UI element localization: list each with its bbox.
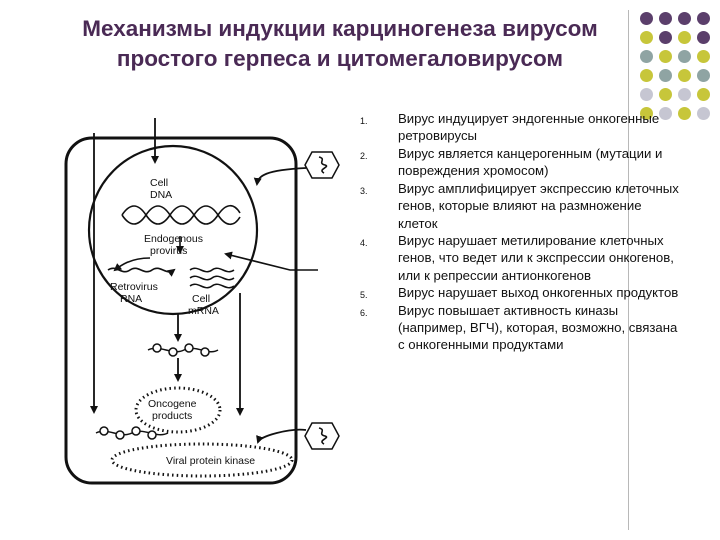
list-text: Вирус амплифицирует экспрессию клеточных… — [398, 180, 679, 231]
decorative-dot — [659, 50, 672, 63]
cell-membrane — [64, 136, 298, 485]
label-cell-mrna-2: mRNA — [188, 305, 219, 317]
virus-icon-1 — [304, 151, 340, 179]
label-cell-mrna-1: Cell — [192, 293, 210, 305]
decorative-dot — [640, 31, 653, 44]
list-number: 6. — [360, 307, 368, 318]
decorative-dot — [678, 88, 691, 101]
label-retrovirus-1: Retrovirus — [110, 281, 158, 293]
decorative-dot — [678, 50, 691, 63]
decorative-dot — [697, 69, 710, 82]
label-cell-dna-1: Cell — [150, 177, 168, 189]
decorative-dot — [697, 50, 710, 63]
list-item: 5. Вирус нарушает выход онкогенных проду… — [360, 284, 680, 301]
decorative-dot — [678, 12, 691, 25]
decorative-dot — [697, 12, 710, 25]
label-viral-kinase: Viral protein kinase — [166, 455, 255, 467]
list-text: Вирус индуцирует эндогенные онкогенные р… — [398, 111, 660, 144]
list-text: Вирус нарушает метилирование клеточных г… — [398, 232, 674, 283]
list-number: 5. — [360, 290, 368, 301]
list-number: 4. — [360, 237, 368, 248]
arrow-virus-to-kinase — [256, 428, 307, 444]
viral-kinase-cluster — [110, 442, 294, 478]
ribosome-chain-2 — [95, 426, 169, 440]
mechanism-list: 1. Вирус индуцирует эндогенные онкогенны… — [360, 110, 680, 354]
label-cell-dna-2: DNA — [150, 189, 172, 201]
decorative-dot — [697, 88, 710, 101]
slide-title: Механизмы индукции карциногенеза вирусом… — [82, 16, 598, 71]
label-endogenous-2: provirus — [150, 245, 187, 257]
list-number: 2. — [360, 150, 368, 161]
cell-diagram: Cell DNA Endogenous provirus Retrovirus … — [64, 118, 340, 485]
decorative-dot — [640, 12, 653, 25]
decorative-dot — [659, 31, 672, 44]
dna-helix — [121, 204, 241, 226]
list-item: 4. Вирус нарушает метилирование клеточны… — [360, 232, 680, 284]
list-item: 2. Вирус является канцерогенным (мутации… — [360, 145, 680, 180]
list-text: Вирус нарушает выход онкогенных продукто… — [398, 285, 679, 301]
list-item: 3. Вирус амплифицирует экспрессию клеточ… — [360, 180, 680, 232]
decorative-dot — [659, 12, 672, 25]
list-text: Вирус является канцерогенным (мутации и … — [398, 145, 663, 179]
arrow-to-endogenous — [224, 251, 318, 271]
decorative-dot — [697, 31, 710, 44]
nucleus — [87, 144, 259, 316]
list-number: 1. — [360, 116, 368, 126]
list-text: Вирус повышает активность киназы (наприм… — [398, 302, 678, 353]
decorative-dot — [640, 107, 653, 120]
decorative-dot — [697, 107, 710, 120]
decorative-dot — [659, 69, 672, 82]
list-number: 3. — [360, 185, 368, 196]
divider-line — [628, 10, 629, 530]
decorative-dot — [659, 88, 672, 101]
arrow-virus-to-dna — [253, 167, 307, 186]
decorative-dot — [678, 31, 691, 44]
label-endogenous-1: Endogenous — [144, 233, 203, 245]
label-oncogene-1: Oncogene — [148, 398, 197, 410]
list-item: 6. Вирус повышает активность киназы (нап… — [360, 302, 680, 354]
decorative-dot — [640, 88, 653, 101]
retrovirus-rna-wave — [107, 267, 176, 277]
virus-icon-2 — [304, 422, 340, 450]
oncogene-products-cluster — [134, 386, 222, 434]
decorative-dot — [678, 107, 691, 120]
decorative-dot — [640, 69, 653, 82]
ribosome-chain-1 — [147, 343, 219, 357]
decorative-dot — [659, 107, 672, 120]
label-retrovirus-2: RNA — [120, 293, 142, 305]
list-item: 1. Вирус индуцирует эндогенные онкогенны… — [360, 110, 680, 145]
decorative-dot — [678, 69, 691, 82]
mrna-waves — [189, 267, 235, 289]
label-oncogene-2: products — [152, 410, 192, 422]
decorative-dot — [640, 50, 653, 63]
